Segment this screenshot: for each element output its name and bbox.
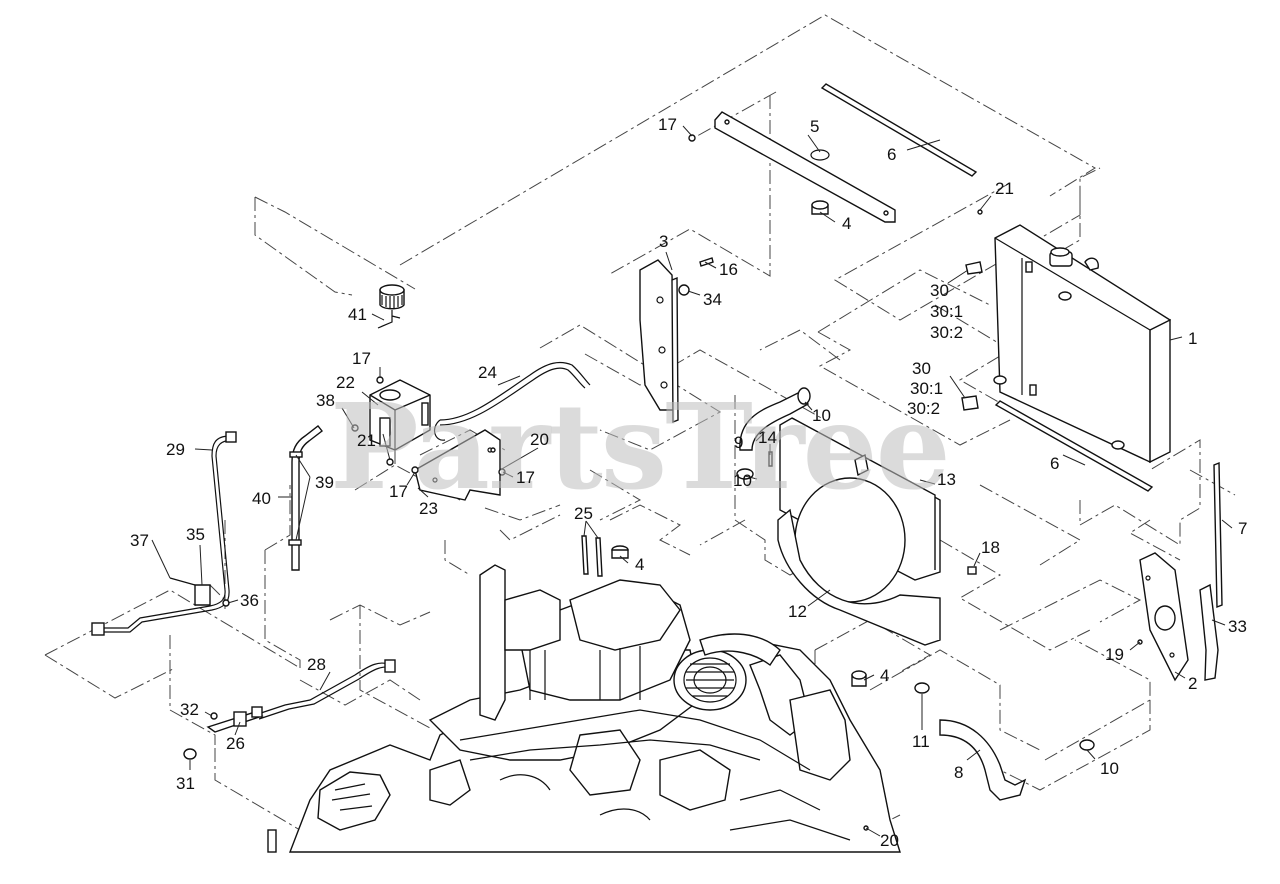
part-30-fittings <box>961 261 983 411</box>
callout-24: 24 <box>478 363 497 382</box>
callout-10: 10 <box>1100 759 1119 778</box>
small-fasteners <box>351 134 1143 831</box>
part-34-nut <box>678 284 690 296</box>
callout-17: 17 <box>516 468 535 487</box>
part-7-seal-strip <box>1213 461 1223 609</box>
callout-32: 32 <box>180 700 199 719</box>
callout-6: 6 <box>887 145 896 164</box>
part-31-washer <box>183 748 197 760</box>
callout-40: 40 <box>252 489 271 508</box>
callout-5: 5 <box>810 117 819 136</box>
callout-17: 17 <box>352 349 371 368</box>
watermark: PartsTree <box>330 377 949 516</box>
callout-13: 13 <box>937 470 956 489</box>
callout-30: 30 <box>930 281 949 300</box>
callout-34: 34 <box>703 290 722 309</box>
callout-9: 9 <box>734 433 743 452</box>
callout-33: 33 <box>1228 617 1247 636</box>
callout-21: 21 <box>995 179 1014 198</box>
callout-37: 37 <box>130 531 149 550</box>
part-26-tube-bracket <box>206 706 264 733</box>
callout-28: 28 <box>307 655 326 674</box>
callout-6: 6 <box>1050 454 1059 473</box>
callout-25: 25 <box>574 504 593 523</box>
part-10-hose-clamps-upper <box>736 387 811 480</box>
callout-4: 4 <box>880 666 889 685</box>
callout-1: 1 <box>1188 329 1197 348</box>
engine-assembly <box>267 564 901 853</box>
callout-labels: 1 2 3 4 4 4 5 6 6 7 8 9 10 10 10 11 12 1… <box>130 115 1247 850</box>
part-23-reservoir-bracket <box>414 429 501 501</box>
callout-30-1: 30:1 <box>910 379 943 398</box>
callout-20: 20 <box>530 430 549 449</box>
callout-31: 31 <box>176 774 195 793</box>
part-18-nut <box>967 566 977 575</box>
part-2-right-side-bracket <box>1139 552 1189 682</box>
callout-2: 2 <box>1188 674 1197 693</box>
callout-30: 30 <box>912 359 931 378</box>
part-35-tube-clamp <box>194 584 211 606</box>
callout-26: 26 <box>226 734 245 753</box>
callout-22: 22 <box>336 373 355 392</box>
callout-38: 38 <box>316 391 335 410</box>
part-24-overflow-hose <box>433 361 591 441</box>
part-5-upper-support-bracket <box>714 111 896 223</box>
callout-11: 11 <box>912 732 930 751</box>
part-25-pins <box>581 535 603 577</box>
callout-39: 39 <box>315 473 334 492</box>
part-28-return-tube <box>254 659 396 720</box>
part-39-hose-clamps <box>288 451 303 546</box>
part-14-screw <box>768 451 773 467</box>
part-4-grommet-middle <box>611 545 629 559</box>
callout-17: 17 <box>389 482 408 501</box>
callout-35: 35 <box>186 525 205 544</box>
part-16-bolt <box>699 257 714 267</box>
part-4-grommet-lower <box>851 670 867 687</box>
callout-30-2: 30:2 <box>907 399 940 418</box>
part-3-left-side-bracket <box>639 259 679 424</box>
callout-7: 7 <box>1238 519 1247 538</box>
part-40-reservoir-hose <box>291 425 323 571</box>
callout-4: 4 <box>635 555 644 574</box>
part-41-reservoir-cap <box>377 284 405 329</box>
part-37-tube <box>169 577 196 586</box>
callout-29: 29 <box>166 440 185 459</box>
part-6-lower-seal-strip <box>994 400 1154 492</box>
callout-36: 36 <box>240 591 259 610</box>
part-33-seal-strip <box>1199 583 1219 681</box>
part-22-coolant-reservoir <box>369 379 431 451</box>
callout-17: 17 <box>658 115 677 134</box>
part-29-coolant-tube <box>91 431 237 636</box>
callout-30-2: 30:2 <box>930 323 963 342</box>
part-10-hose-clamp-lower <box>1079 739 1095 751</box>
callout-30-1: 30:1 <box>930 302 963 321</box>
callout-23: 23 <box>419 499 438 518</box>
part-13-fan-shroud <box>779 417 941 603</box>
part-6-upper-seal-strip <box>820 83 978 177</box>
callout-12: 12 <box>788 602 807 621</box>
callout-8: 8 <box>954 763 963 782</box>
part-11-hose-clamp <box>914 682 930 694</box>
part-1-radiator <box>993 224 1171 464</box>
callout-10: 10 <box>812 406 831 425</box>
callout-20: 20 <box>880 831 899 850</box>
callout-16: 16 <box>719 260 738 279</box>
part-8-lower-radiator-hose <box>939 719 1027 801</box>
part-4-grommet-upper <box>811 200 829 215</box>
callout-18: 18 <box>981 538 1000 557</box>
callout-3: 3 <box>659 232 668 251</box>
part-12-fan-shroud-lower <box>777 508 941 646</box>
callout-19: 19 <box>1105 645 1124 664</box>
callout-leaders <box>151 125 1233 837</box>
callout-10: 10 <box>733 471 752 490</box>
callout-21: 21 <box>357 431 376 450</box>
callout-41: 41 <box>348 305 367 324</box>
callout-14: 14 <box>758 428 777 447</box>
callout-4: 4 <box>842 214 851 233</box>
